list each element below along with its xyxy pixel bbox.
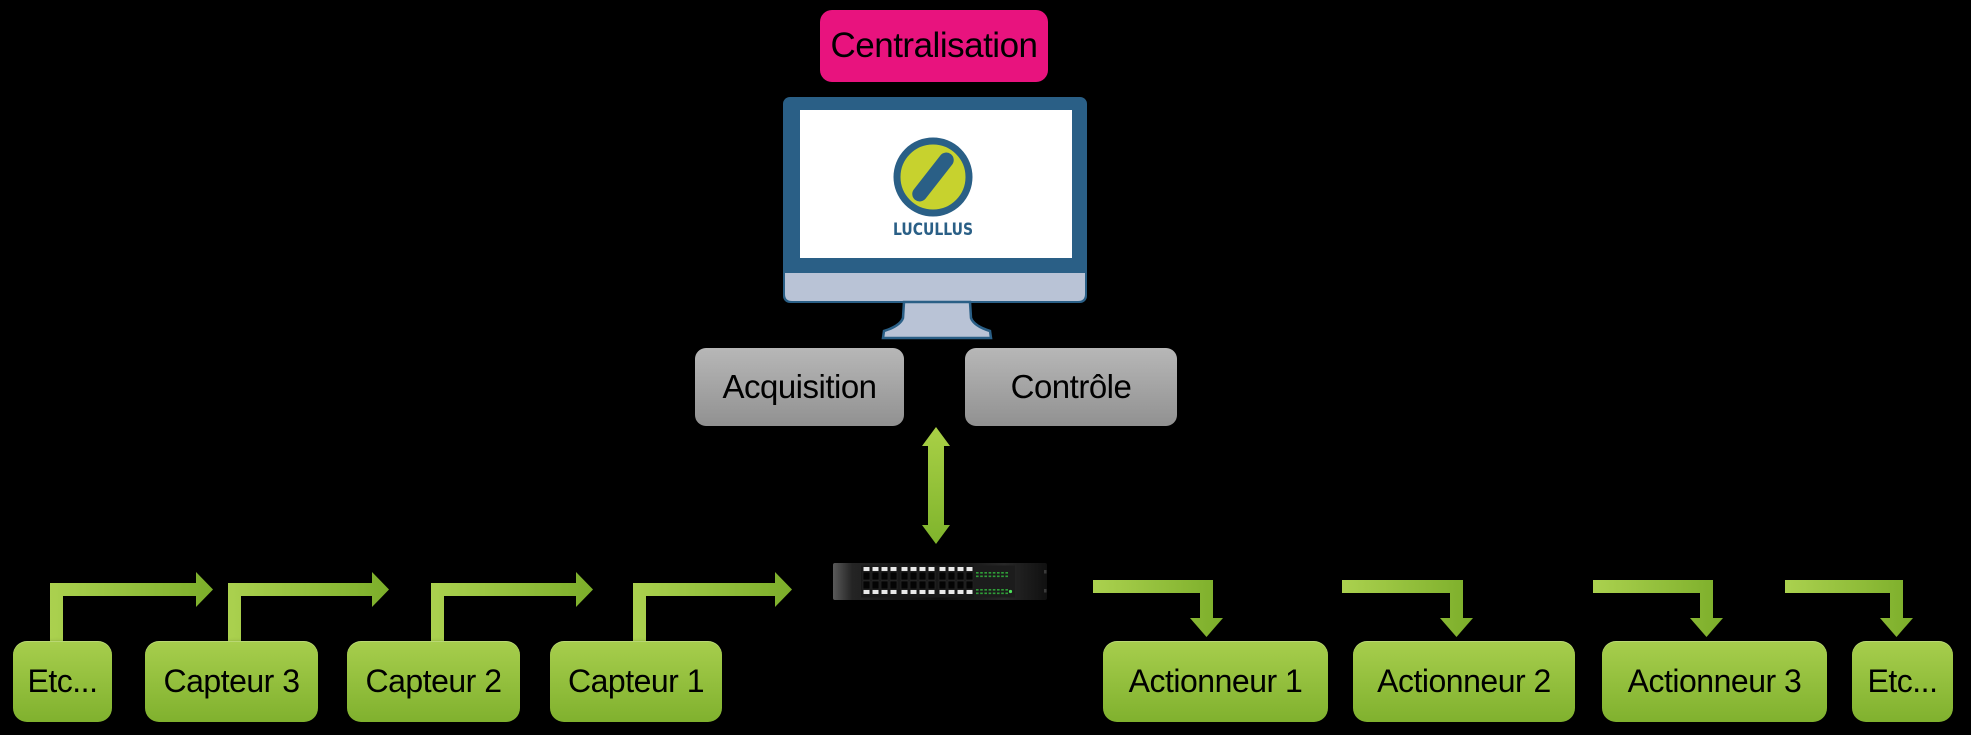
- actuator-label: Etc...: [1867, 663, 1938, 699]
- network-switch-icon: [833, 563, 1047, 600]
- monitor-chin: [785, 273, 1085, 301]
- double-arrow-icon: [922, 427, 950, 544]
- actuator-box-3: Actionneur 3: [1602, 641, 1827, 722]
- centralisation-box: Centralisation: [820, 10, 1048, 82]
- lucullus-logo-icon: [893, 137, 973, 217]
- sensor-arrow-capteur3: [228, 572, 389, 641]
- sensor-box-capteur2: Capteur 2: [347, 641, 520, 722]
- actuator-arrow-1: [1093, 580, 1223, 637]
- sensor-label: Etc...: [27, 663, 98, 699]
- monitor-icon: LUCULLUS: [783, 97, 1087, 340]
- actuator-box-etc: Etc...: [1852, 641, 1953, 722]
- sensor-arrow-capteur1: [633, 572, 792, 641]
- sensor-label: Capteur 2: [365, 663, 502, 699]
- sensor-arrow-capteur2: [431, 572, 593, 641]
- acquisition-box: Acquisition: [695, 348, 904, 426]
- sensor-box-etc: Etc...: [13, 641, 112, 722]
- actuator-label: Actionneur 1: [1128, 663, 1303, 699]
- actuator-label: Actionneur 2: [1377, 663, 1551, 699]
- sensor-box-capteur1: Capteur 1: [550, 641, 722, 722]
- sensor-label: Capteur 1: [567, 663, 705, 699]
- actuator-arrow-3: [1593, 580, 1723, 637]
- actuator-arrow-2: [1342, 580, 1473, 637]
- centralisation-label: Centralisation: [830, 26, 1039, 65]
- acquisition-label: Acquisition: [722, 368, 877, 405]
- controle-box: Contrôle: [965, 348, 1177, 426]
- sensor-arrow-etc: [50, 572, 213, 641]
- controle-label: Contrôle: [1010, 368, 1132, 405]
- actuator-arrow-etc: [1785, 580, 1913, 637]
- actuator-label: Actionneur 3: [1627, 663, 1802, 699]
- lucullus-logo-text: LUCULLUS: [893, 220, 973, 240]
- sensor-box-capteur3: Capteur 3: [145, 641, 318, 722]
- sensor-label: Capteur 3: [163, 663, 300, 699]
- actuator-box-1: Actionneur 1: [1103, 641, 1328, 722]
- actuator-box-2: Actionneur 2: [1353, 641, 1575, 722]
- monitor-stand: [881, 300, 993, 340]
